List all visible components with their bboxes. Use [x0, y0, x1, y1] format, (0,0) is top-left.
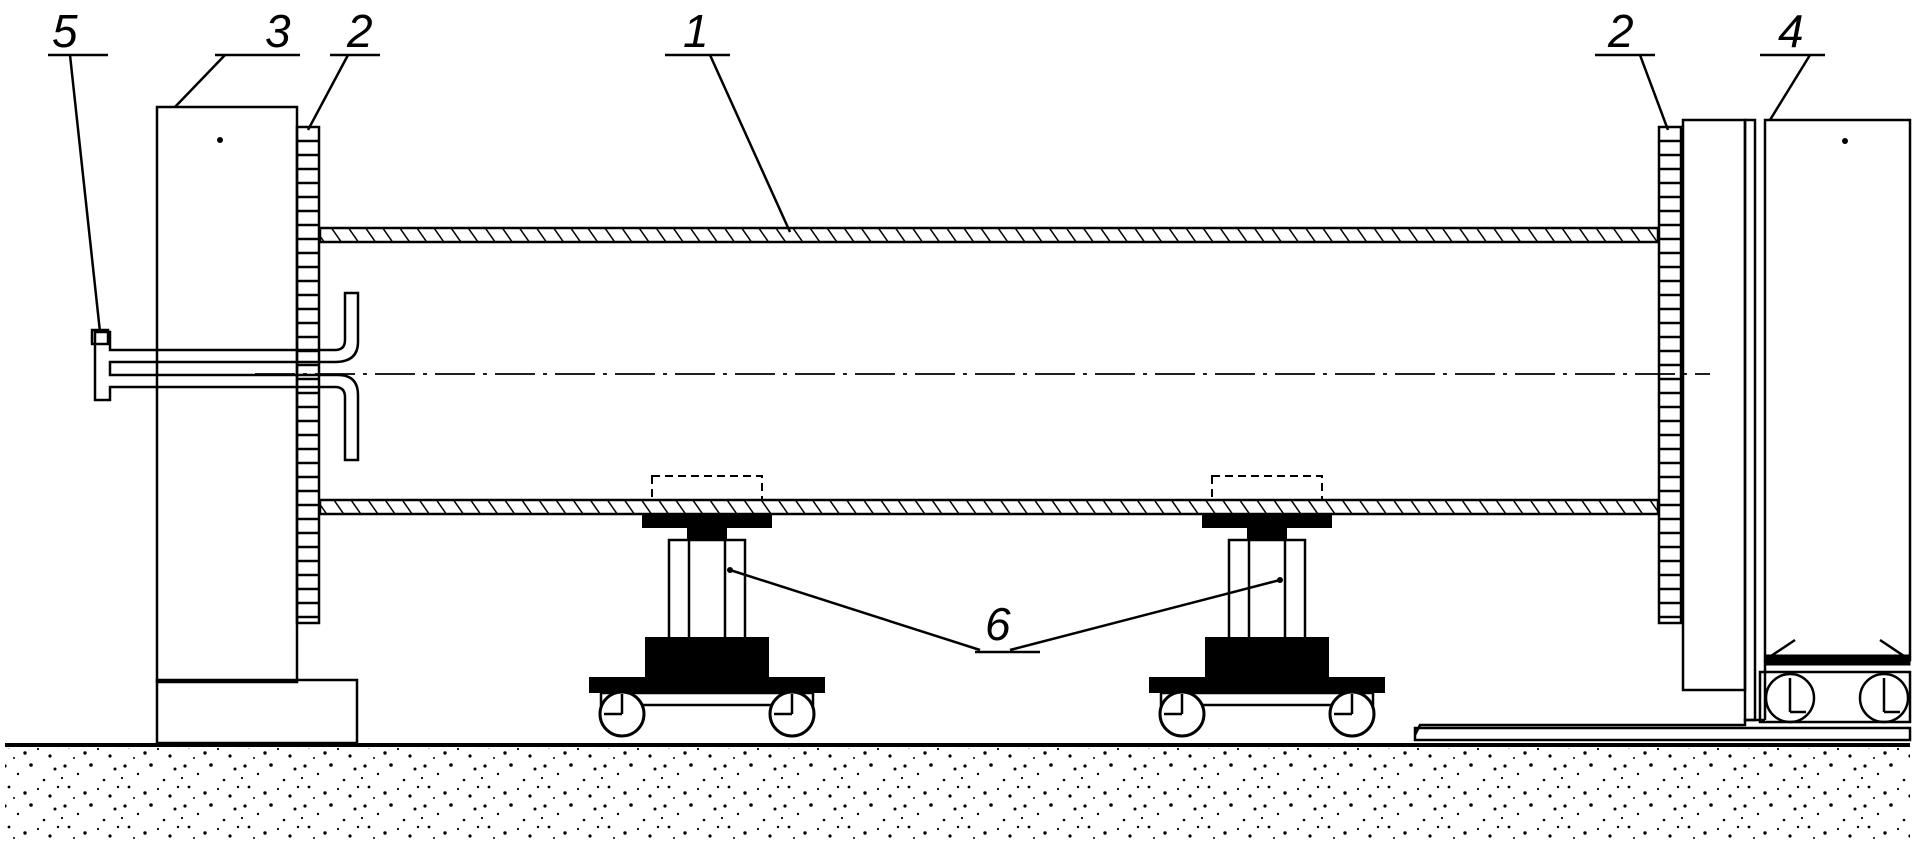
label-left-flange: 2	[346, 5, 373, 57]
right-flange	[1657, 125, 1683, 625]
label-left-block: 3	[265, 5, 291, 57]
support-carriage	[1149, 475, 1385, 738]
label-nozzle: 5	[52, 5, 78, 57]
pipe	[318, 226, 1660, 516]
label-supports: 6	[985, 598, 1011, 650]
label-right-block: 4	[1778, 5, 1804, 57]
right-block	[1413, 118, 1912, 742]
ground	[5, 743, 1910, 843]
support-carriage	[589, 475, 825, 738]
label-right-flange: 2	[1607, 5, 1634, 57]
label-pipe: 1	[683, 5, 709, 57]
support-carriages	[589, 475, 1385, 738]
leader-lines	[48, 53, 1825, 654]
left-block	[155, 105, 359, 745]
